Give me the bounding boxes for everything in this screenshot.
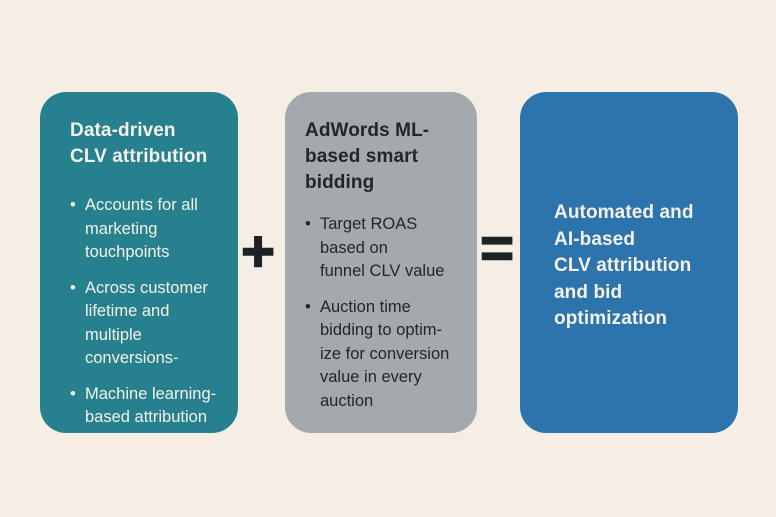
box-title-adwords: AdWords ML- based smart bidding (305, 120, 430, 193)
bullet-item: • Accounts for all marketing touchpoints (70, 194, 228, 265)
bullet-marker: • (70, 278, 76, 297)
box-title-data-driven: Data-driven CLV attribution (70, 120, 208, 167)
bullet-item: • Target ROAS based on funnel CLV value (305, 213, 469, 284)
bullet-marker: • (70, 196, 76, 214)
bullet-marker: • (305, 297, 311, 316)
bullet-text: Across customer lifetime and multiple co… (85, 278, 208, 368)
box-automated-ai-result: Automated and AI-based CLV attribution a… (520, 92, 738, 433)
bullet-item: • Machine learning- based attribution (70, 383, 228, 430)
bullet-list-adwords: • Target ROAS based on funnel CLV value … (305, 213, 469, 413)
box-data-driven-clv-attribution: Data-driven CLV attribution • Accounts f… (40, 92, 238, 433)
bullet-item: • Auction time bidding to optim- ize for… (305, 296, 469, 414)
bullet-item: • Across customer lifetime and multiple … (70, 277, 228, 371)
bullet-marker: • (70, 384, 76, 403)
bullet-list-data-driven: • Accounts for all marketing touchpoints… (70, 194, 228, 430)
bullet-text: Machine learning- based attribution (85, 384, 217, 427)
plus-operator: + (240, 219, 275, 284)
bullet-text: Target ROAS based on funnel CLV value (320, 215, 445, 280)
equals-operator: = (479, 216, 514, 281)
box-adwords-ml-smart-bidding: AdWords ML- based smart bidding • Target… (285, 92, 477, 433)
bullet-marker: • (305, 215, 311, 233)
bullet-text: Auction time bidding to optim- ize for c… (320, 297, 450, 410)
result-text: Automated and AI-based CLV attribution a… (554, 202, 694, 330)
bullet-text: Accounts for all marketing touchpoints (85, 196, 198, 261)
